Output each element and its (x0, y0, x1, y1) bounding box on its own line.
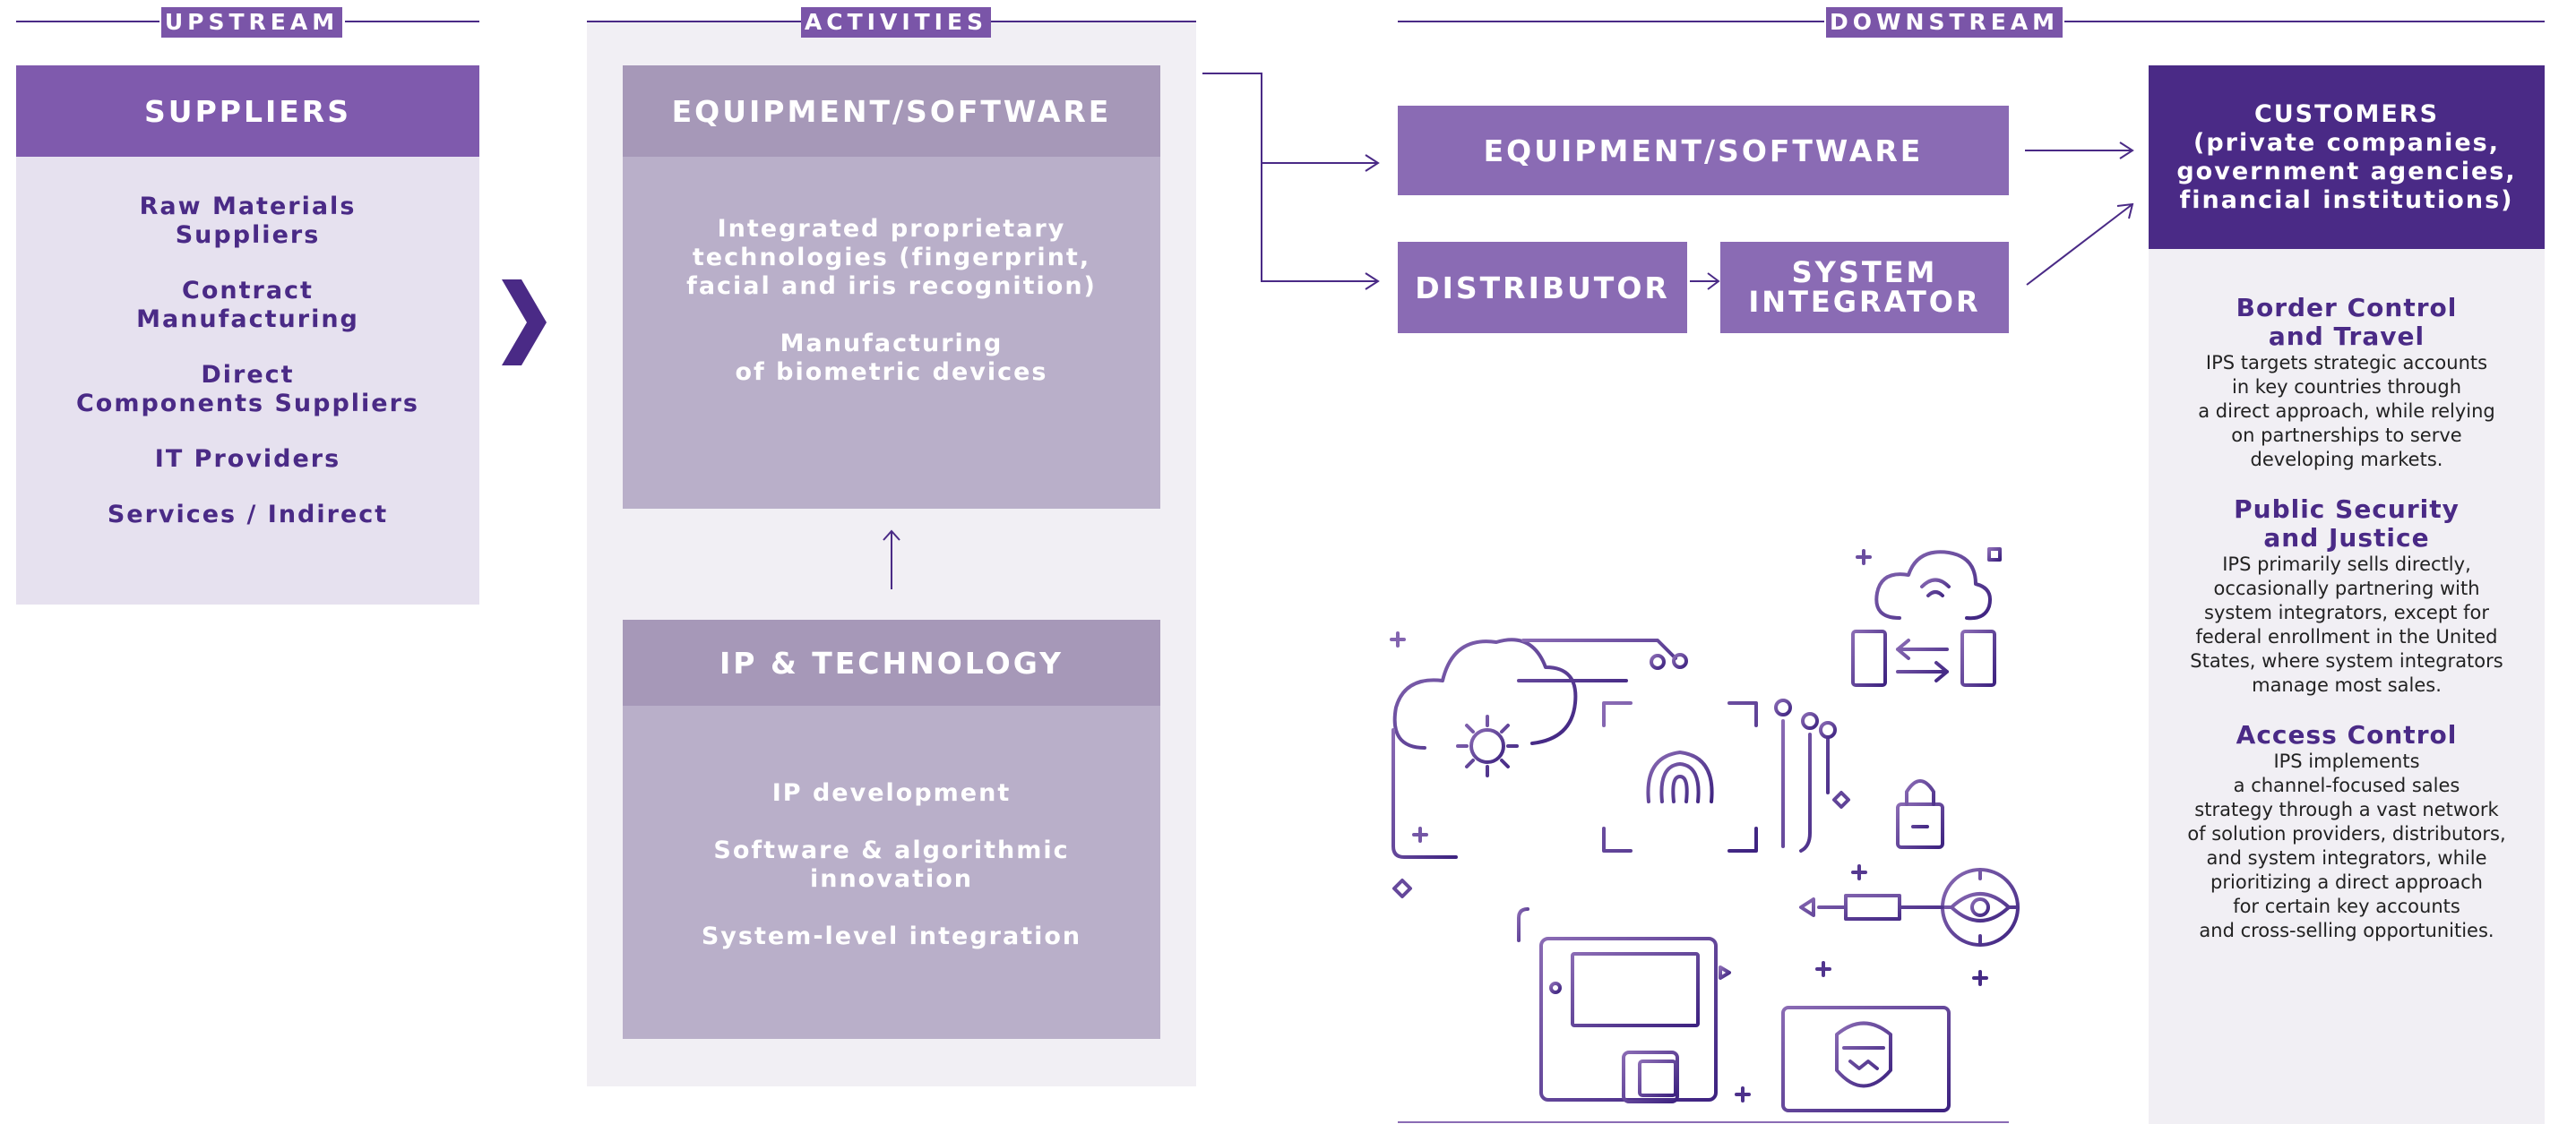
downstream-label: DOWNSTREAM (1826, 7, 2063, 38)
customer-segment-text: IPS targets strategic accounts in key co… (2198, 352, 2495, 470)
biometric-technology-illustration (1390, 547, 2020, 1117)
customer-segment-text: IPS primarily sells directly, occasional… (2190, 553, 2503, 696)
customer-segment-heading: Border Control and Travel (2236, 293, 2458, 351)
activity-item: Software & algorithmic innovation (713, 837, 1070, 893)
activity-item: IP development (771, 779, 1012, 807)
activity-item: Manufacturing of biometric devices (735, 329, 1048, 386)
supplier-item: Raw Materials Suppliers (139, 193, 357, 249)
activity-equipment-header: EQUIPMENT/SOFTWARE (623, 65, 1160, 157)
activity-ip-header: IP & TECHNOLOGY (623, 620, 1160, 706)
customer-segment-access-control: Access Control IPS implements a channel-… (2149, 721, 2545, 943)
customer-segment-heading: Access Control (2236, 720, 2458, 750)
activity-ip-body: IP development Software & algorithmic in… (623, 706, 1160, 1039)
supplier-item: Direct Components Suppliers (75, 361, 420, 417)
customer-segment-heading: Public Security and Justice (2234, 494, 2460, 553)
customer-segment-border-control: Border Control and Travel IPS targets st… (2149, 294, 2545, 472)
flow-connectors (1202, 73, 2134, 290)
suppliers-header: SUPPLIERS (16, 65, 479, 157)
suppliers-body: Raw Materials Suppliers Contract Manufac… (16, 157, 479, 605)
downstream-distributor-box: DISTRIBUTOR (1398, 242, 1687, 333)
downstream-integrator-box: SYSTEM INTEGRATOR (1720, 242, 2009, 333)
supplier-item: Contract Manufacturing (136, 277, 359, 333)
activity-equipment-body: Integrated proprietary technologies (fin… (623, 157, 1160, 509)
supplier-item: IT Providers (154, 445, 341, 473)
upstream-label: UPSTREAM (161, 7, 342, 38)
activities-label: ACTIVITIES (801, 7, 991, 38)
upstream-rule-left (16, 21, 159, 22)
downstream-equipment-box: EQUIPMENT/SOFTWARE (1398, 106, 2009, 195)
downstream-rule-right (2064, 21, 2545, 22)
customers-body: Border Control and Travel IPS targets st… (2149, 249, 2545, 1124)
illustration-baseline (1398, 1121, 2009, 1123)
customers-header: CUSTOMERS (private companies, government… (2149, 65, 2545, 249)
activity-item: Integrated proprietary technologies (fin… (686, 214, 1097, 300)
upstream-rule-right (345, 21, 479, 22)
customer-segment-public-security: Public Security and Justice IPS primaril… (2149, 495, 2545, 698)
customer-segment-text: IPS implements a channel-focused sales s… (2187, 751, 2506, 941)
supplier-item: Services / Indirect (107, 501, 389, 528)
downstream-rule-left (1398, 21, 1824, 22)
chevron-right-icon (502, 279, 547, 365)
arrow-up-icon (883, 529, 900, 589)
activity-item: System-level integration (701, 922, 1082, 950)
